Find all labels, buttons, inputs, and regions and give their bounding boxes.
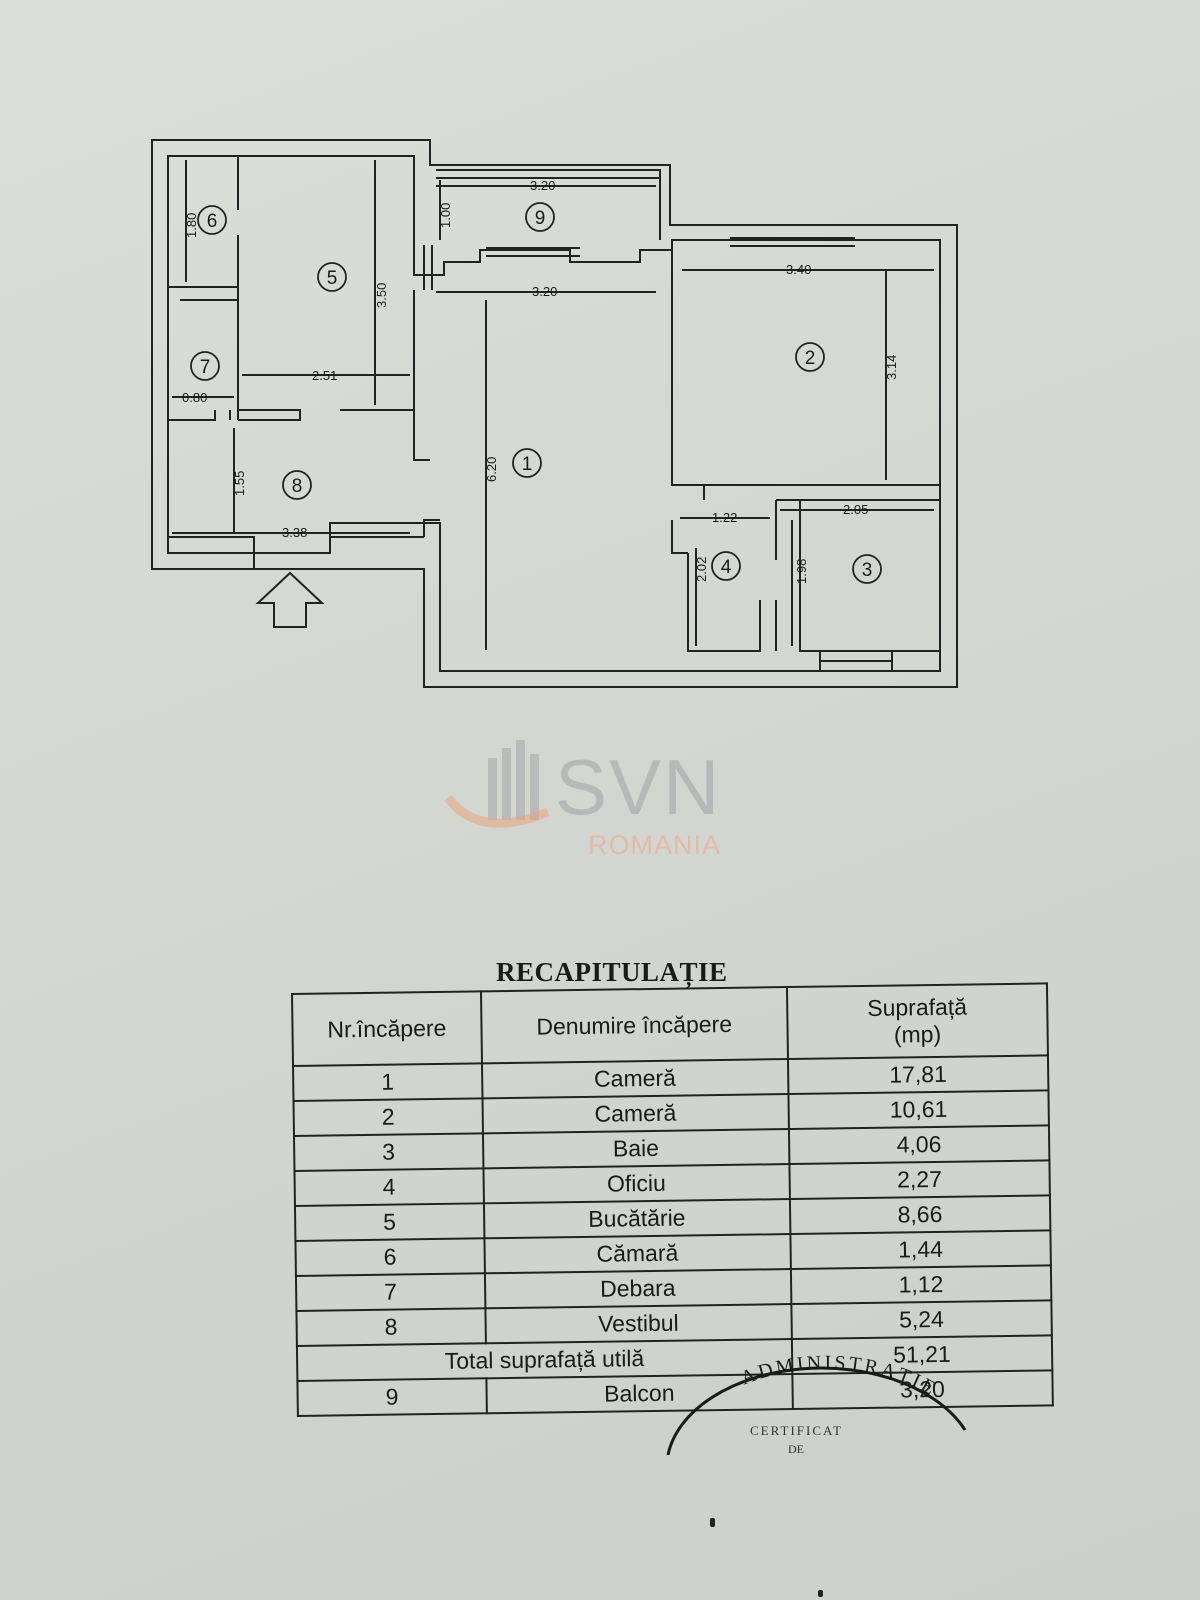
- dim-room3-width: 2.05: [843, 502, 868, 517]
- cell-area: 10,61: [788, 1090, 1049, 1130]
- stamp-center-text: CERTIFICAT: [750, 1423, 843, 1438]
- header-nr: Nr.încăpere: [292, 991, 482, 1066]
- cell-nr: 7: [295, 1273, 486, 1311]
- dim-room2-width: 3.40: [786, 262, 811, 277]
- cell-nr: 4: [294, 1168, 484, 1206]
- cell-name: Baie: [482, 1129, 790, 1169]
- svg-text:ADMINISTRAȚIE: ADMINISTRAȚIE: [738, 1352, 941, 1401]
- room-number-6: 6: [207, 211, 218, 232]
- room-number-8: 8: [292, 476, 303, 497]
- cell-nr: 3: [293, 1133, 484, 1171]
- cell-nr: 5: [294, 1203, 485, 1241]
- watermark-logo: [444, 740, 550, 828]
- recap-title: RECAPITULAȚIE: [496, 957, 728, 987]
- dim-room8-width: 3.38: [282, 525, 307, 540]
- room-number-2: 2: [805, 348, 816, 369]
- stamp-bottom-text: DE: [788, 1442, 804, 1455]
- cell-nr: 6: [295, 1238, 485, 1276]
- cell-nr: 8: [296, 1308, 486, 1346]
- floor-plan: 1 2 3 4 5 6 7 8 9 3.20 1.00 3.20 6.20 3.…: [151, 139, 958, 688]
- cell-name: Cameră: [482, 1094, 789, 1134]
- watermark-brand: SVN: [555, 743, 722, 831]
- dim-room1-width: 3.20: [532, 284, 557, 299]
- dim-room6-height: 1.80: [184, 213, 199, 238]
- cell-nr: 2: [293, 1098, 483, 1136]
- cell-area: 1,12: [790, 1265, 1052, 1305]
- stamp-arc-text: ADMINISTRAȚIE: [738, 1352, 938, 1401]
- cell-name: Debara: [484, 1269, 792, 1309]
- cell-name: Bucătărie: [483, 1199, 791, 1239]
- dim-room3-height: 1.98: [794, 559, 809, 584]
- arrow-up-icon: [255, 571, 325, 628]
- dim-room7-width: 0.80: [182, 390, 207, 405]
- room-number-3: 3: [862, 560, 873, 581]
- header-area: Suprafață (mp): [786, 983, 1048, 1060]
- cell-nr: 1: [293, 1063, 483, 1101]
- ink-mark: [818, 1590, 823, 1597]
- cell-area: 4,06: [788, 1125, 1050, 1165]
- table-header-row: Nr.încăpere Denumire încăpere Suprafață …: [292, 983, 1048, 1066]
- cell-area: 8,66: [789, 1195, 1051, 1235]
- header-name: Denumire încăpere: [480, 987, 788, 1064]
- dim-balcony-top: 3.20: [530, 178, 555, 193]
- cell-name: Oficiu: [483, 1164, 790, 1204]
- room-number-7: 7: [200, 357, 211, 378]
- room-number-4: 4: [721, 557, 732, 578]
- balcony-outline: [436, 169, 661, 240]
- cell-area: 5,24: [791, 1300, 1052, 1340]
- header-area-line2: (mp): [893, 1020, 942, 1048]
- inner-outline: [167, 155, 941, 672]
- dim-room4-width: 1.22: [712, 510, 737, 525]
- dim-room8-height: 1.55: [232, 471, 247, 496]
- dim-room1-length: 6.20: [484, 457, 499, 482]
- cell-name: Cămară: [484, 1234, 791, 1274]
- room-number-9: 9: [535, 208, 546, 229]
- dim-room5-width: 2.51: [312, 368, 337, 383]
- cell-area: 17,81: [787, 1055, 1049, 1095]
- dim-room5-height: 3.50: [374, 283, 389, 308]
- cell-area: 2,27: [789, 1160, 1050, 1200]
- dim-room2-height: 3.14: [884, 355, 899, 380]
- cell-nr: 9: [297, 1378, 487, 1416]
- ink-mark: [710, 1518, 715, 1527]
- dim-balcony-side: 1.00: [438, 203, 453, 228]
- dim-room4-height: 2.02: [694, 557, 709, 582]
- cell-area: 1,44: [790, 1230, 1051, 1270]
- header-area-line1: Suprafață: [867, 993, 968, 1021]
- room-number-1: 1: [522, 454, 533, 475]
- cell-name: Cameră: [481, 1059, 789, 1099]
- outer-wall: [151, 139, 958, 688]
- watermark-sub: ROMANIA: [588, 830, 722, 860]
- stamp: ADMINISTRAȚIE CERTIFICAT DE: [666, 1352, 967, 1455]
- room-number-5: 5: [327, 268, 338, 289]
